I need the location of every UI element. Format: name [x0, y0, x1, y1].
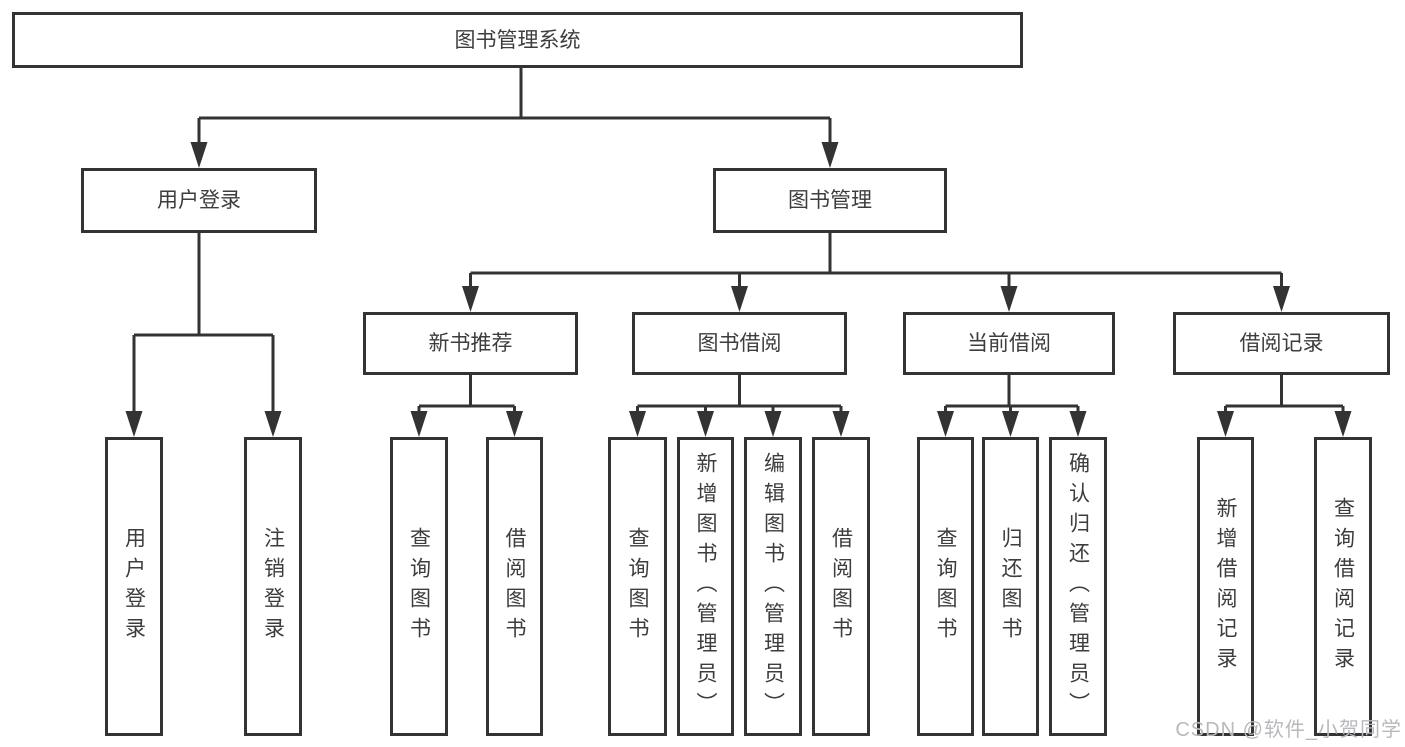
arrowhead-borrow-records-br-add [1217, 411, 1234, 437]
node-br-add: 新增借阅记录 [1197, 437, 1254, 736]
node-ul-login: 用户登录 [105, 437, 163, 736]
node-bb-edit: 编辑图书（管理员） [744, 437, 802, 736]
arrowhead-user-login-ul-login [125, 411, 143, 437]
node-label-new-book: 新书推荐 [428, 332, 513, 355]
node-label-bb-edit: 编辑图书（管理员） [761, 451, 785, 722]
edge-current-borrow [944, 373, 1080, 413]
node-label-current-borrow: 当前借阅 [967, 332, 1051, 355]
node-label-user-login: 用户登录 [157, 189, 241, 212]
arrowhead-book-borrow-bb-edit [764, 411, 782, 437]
edge-new-book [417, 373, 516, 413]
node-bb-query: 查询图书 [608, 437, 667, 736]
node-cb-return: 归还图书 [982, 437, 1039, 736]
node-label-book-mgmt: 图书管理 [788, 189, 872, 212]
watermark: CSDN @软件_小贺同学 [1175, 719, 1402, 741]
node-label-br-add: 新增借阅记录 [1214, 496, 1237, 677]
arrowhead-borrow-records-br-query [1334, 411, 1352, 437]
node-label-book-borrow: 图书借阅 [697, 332, 782, 355]
arrowhead-current-borrow-cb-confirm [1069, 411, 1087, 437]
node-label-borrow-records: 借阅记录 [1239, 332, 1324, 355]
node-root: 图书管理系统 [12, 12, 1023, 68]
node-label-ul-logout: 注销登录 [261, 526, 285, 647]
node-bb-add: 新增图书（管理员） [677, 437, 734, 736]
node-label-bb-query: 查询图书 [626, 526, 649, 647]
node-label-bb-borrow: 借阅图书 [829, 526, 853, 647]
node-nb-borrow: 借阅图书 [486, 437, 543, 736]
arrowhead-new-book-nb-borrow [506, 411, 523, 437]
arrowhead-root-book-mgmt [821, 142, 839, 168]
node-ul-logout: 注销登录 [244, 437, 302, 736]
node-label-cb-confirm: 确认归还（管理员） [1066, 451, 1090, 722]
edge-book-borrow [636, 373, 843, 413]
arrowhead-book-borrow-bb-query [629, 411, 646, 437]
arrowhead-book-mgmt-current-borrow [1000, 286, 1018, 312]
arrowhead-book-mgmt-new-book [462, 286, 479, 312]
node-book-mgmt: 图书管理 [713, 168, 947, 233]
arrowhead-book-borrow-bb-add [697, 411, 714, 437]
arrowhead-root-user-login [190, 142, 208, 168]
node-bb-borrow: 借阅图书 [812, 437, 870, 736]
arrowhead-current-borrow-cb-query [937, 411, 954, 437]
node-label-cb-return: 归还图书 [999, 526, 1022, 647]
arrowhead-book-mgmt-book-borrow [731, 286, 748, 312]
node-borrow-records: 借阅记录 [1173, 312, 1390, 375]
node-book-borrow: 图书借阅 [632, 312, 847, 375]
arrowhead-new-book-nb-query [410, 411, 428, 437]
node-label-nb-query: 查询图书 [407, 526, 431, 647]
node-br-query: 查询借阅记录 [1314, 437, 1372, 736]
edge-root [197, 66, 832, 144]
arrowhead-book-borrow-bb-borrow [832, 411, 850, 437]
node-new-book: 新书推荐 [363, 312, 578, 375]
arrowhead-book-mgmt-borrow-records [1273, 286, 1290, 312]
node-cb-query: 查询图书 [917, 437, 974, 736]
node-label-nb-borrow: 借阅图书 [503, 526, 526, 647]
node-label-ul-login: 用户登录 [122, 526, 146, 647]
arrowhead-user-login-ul-logout [264, 411, 282, 437]
node-cb-confirm: 确认归还（管理员） [1049, 437, 1107, 736]
arrowhead-current-borrow-cb-return [1002, 411, 1019, 437]
node-label-bb-add: 新增图书（管理员） [694, 451, 717, 722]
node-label-root: 图书管理系统 [454, 28, 581, 52]
node-label-cb-query: 查询图书 [934, 526, 957, 647]
edge-book-mgmt [469, 231, 1283, 288]
edge-borrow-records [1224, 373, 1345, 413]
node-user-login: 用户登录 [81, 168, 317, 233]
edge-user-login [132, 231, 275, 413]
node-nb-query: 查询图书 [390, 437, 448, 736]
node-label-br-query: 查询借阅记录 [1331, 496, 1355, 677]
node-current-borrow: 当前借阅 [903, 312, 1115, 375]
